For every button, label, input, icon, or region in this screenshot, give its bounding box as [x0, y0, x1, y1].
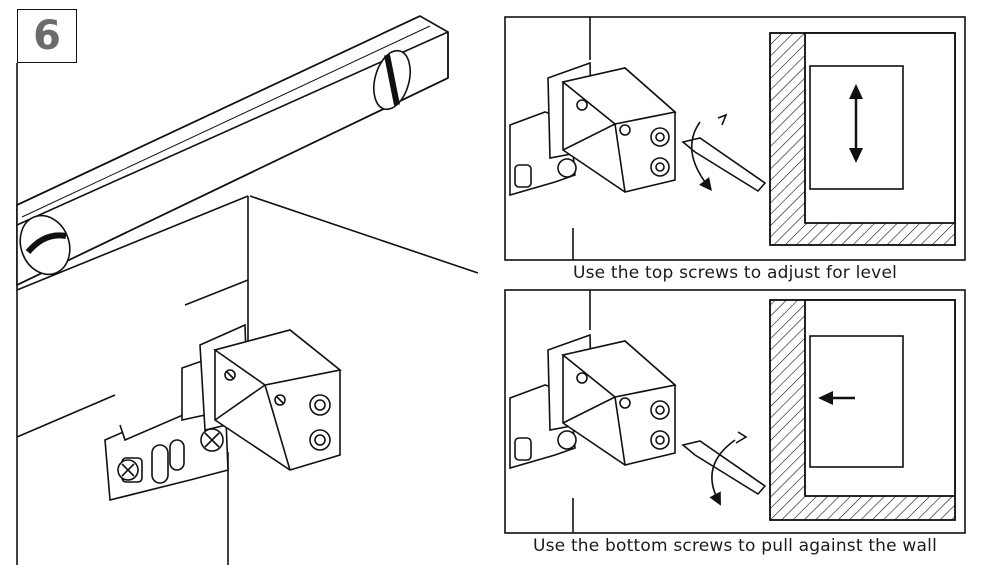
mounting-bracket-main	[104, 323, 342, 502]
panel-top-frame	[504, 16, 966, 261]
up-down-arrow	[849, 84, 863, 163]
spirit-level	[16, 15, 449, 287]
screwdriver-top	[681, 113, 767, 193]
main-illustration	[16, 15, 479, 565]
wall-section-bottom	[769, 299, 956, 521]
left-arrow	[818, 391, 855, 405]
panel-bottom-frame	[504, 289, 966, 534]
caption-bottom-screws: Use the bottom screws to pull against th…	[532, 536, 937, 556]
wall-section-top	[769, 32, 956, 246]
screwdriver-bottom	[681, 431, 767, 506]
caption-top-screws: Use the top screws to adjust for level	[572, 263, 898, 283]
step-number: 6	[17, 9, 77, 63]
panel-bottom-adjust	[504, 289, 966, 534]
panel-top-adjust	[504, 16, 966, 261]
